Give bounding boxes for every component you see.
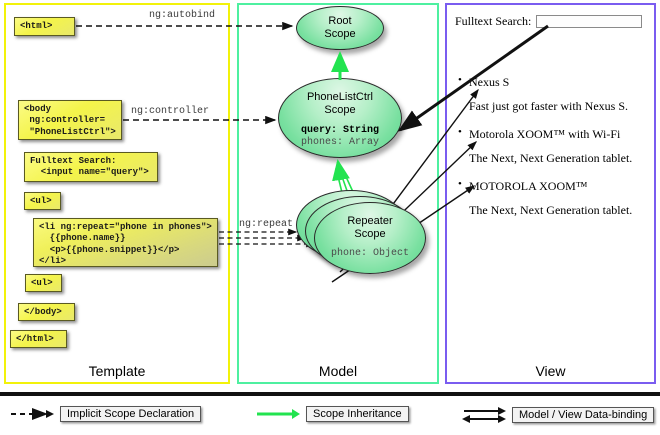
scope-phonelistctrl-prop-query: query: String [300,125,379,137]
connector-label-ng-controller: ng:controller [131,106,210,117]
legend-divider [0,392,660,396]
legend-label-scope-inheritance: Scope Inheritance [306,406,409,422]
scope-repeater-title-line1: Repeater [347,215,393,227]
code-box-ul-open: <ul> [24,192,61,210]
scope-phonelistctrl-title: PhoneListCtrl Scope [279,91,401,116]
connector-label-ng-repeat: ng:repeat [239,219,294,230]
list-item-snippet: The Next, Next Generation tablet. [469,203,633,217]
scope-repeater-title: Repeater Scope [315,215,425,240]
legend-label-model-view-data-binding: Model / View Data-binding [512,407,655,423]
code-box-li-repeat: <li ng:repeat="phone in phones"> {{phone… [33,218,218,267]
legend-dashed-arrow-icon [11,408,54,420]
legend-double-arrow-icon [462,407,506,423]
code-box-body-open: <body ng:controller= "PhoneListCtrl"> [18,100,122,140]
panel-view-label: View [535,363,566,379]
legend-item-scope-inheritance: Scope Inheritance [256,406,409,422]
scope-root-title-line2: Scope [324,27,356,40]
scope-phonelistctrl-title-line2: Scope [324,103,356,116]
code-box-fulltext-search: Fulltext Search: <input name="query"> [24,152,158,182]
legend-label-implicit-scope-declaration: Implicit Scope Declaration [60,406,202,422]
code-box-body-close: </body> [18,303,75,321]
list-item-snippet: Fast just got faster with Nexus S. [469,99,628,113]
scope-root-title-line1: Root [328,15,352,27]
scope-phonelistctrl-prop-phones: phones: Array [300,137,379,149]
scope-root-title: Root Scope [297,15,383,40]
legend-green-arrow-icon [257,409,300,419]
view-content: Fulltext Search: Nexus S Fast just got f… [455,14,650,218]
scope-root: Root Scope [296,6,384,50]
list-item-title: Nexus S [455,74,650,90]
view-search-row: Fulltext Search: [455,14,650,29]
list-item: Nexus S Fast just got faster with Nexus … [455,74,650,114]
view-phone-list: Nexus S Fast just got faster with Nexus … [455,74,650,218]
list-item-title: MOTOROLA XOOM™ [455,178,650,194]
scope-repeater: Repeater Scope phone: Object [314,202,426,274]
list-item-title: Motorola XOOM™ with Wi-Fi [455,126,650,142]
list-item: Motorola XOOM™ with Wi-Fi The Next, Next… [455,126,650,166]
panel-model-label: Model [318,363,358,379]
code-box-ul-close: <ul> [25,274,62,292]
scope-repeater-prop-phone: phone: Object [330,248,409,260]
scope-phonelistctrl-title-line1: PhoneListCtrl [306,91,374,103]
list-item-snippet: The Next, Next Generation tablet. [469,151,633,165]
scope-repeater-title-line2: Scope [354,227,386,240]
search-input[interactable] [536,15,643,28]
list-item: MOTOROLA XOOM™ The Next, Next Generation… [455,178,650,218]
scope-phonelistctrl: PhoneListCtrl Scope query: String phones… [278,78,402,158]
connector-label-ng-autobind: ng:autobind [149,10,216,21]
legend: Implicit Scope Declaration Scope Inherit… [0,398,660,435]
scope-repeater-props: phone: Object [315,248,425,260]
code-box-html-open: <html> [14,17,75,36]
legend-item-implicit-scope-declaration: Implicit Scope Declaration [10,406,202,422]
panel-template-label: Template [88,363,146,379]
view-search-label: Fulltext Search: [455,14,532,28]
legend-item-model-view-data-binding: Model / View Data-binding [462,406,655,424]
scope-phonelistctrl-props: query: String phones: Array [279,125,401,149]
code-box-html-close: </html> [10,330,67,348]
